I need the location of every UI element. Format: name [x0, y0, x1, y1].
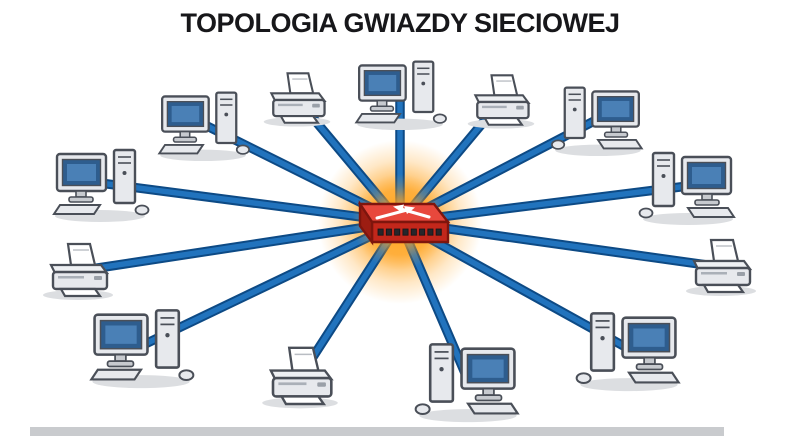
computer-node — [638, 151, 736, 225]
network-cable — [95, 178, 405, 227]
computer-node — [157, 91, 250, 162]
computer-node — [89, 309, 195, 389]
computer-node — [414, 343, 520, 423]
printer-node — [262, 346, 338, 409]
printer-node — [467, 74, 535, 129]
printer-node — [263, 72, 331, 127]
network-cable — [395, 217, 726, 272]
computer-node — [575, 312, 681, 392]
computer-node — [551, 86, 644, 157]
network-cable — [395, 181, 693, 227]
printer-node — [43, 242, 113, 300]
network-cable — [73, 217, 405, 276]
floor-edge — [30, 427, 724, 436]
switch-icon — [357, 200, 451, 246]
computer-node — [354, 60, 447, 131]
diagram-title: TOPOLOGIA GWIAZDY SIECIOWEJ — [180, 8, 620, 38]
printer-node — [686, 238, 756, 296]
computer-node — [52, 148, 150, 222]
